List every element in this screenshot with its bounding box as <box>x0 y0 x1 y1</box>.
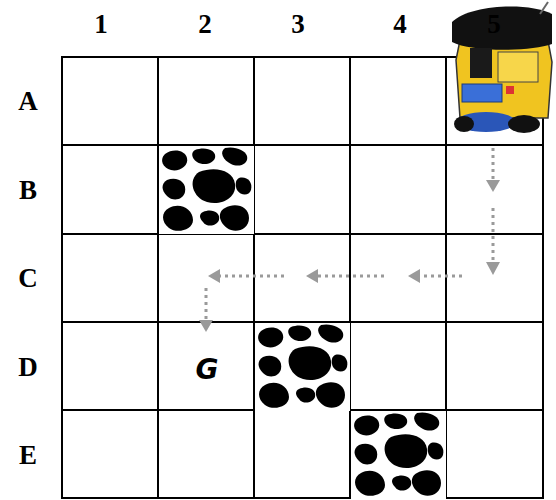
grid-heading: 5 <box>487 11 501 38</box>
robot <box>452 2 552 133</box>
grid-heading: A <box>18 88 38 115</box>
grid-heading: E <box>19 442 37 469</box>
goal-marker: G <box>196 356 219 384</box>
grid-heading: D <box>18 354 38 381</box>
obstacle <box>159 146 254 234</box>
obstacle <box>351 411 446 499</box>
grid-heading: 3 <box>291 11 305 38</box>
grid-heading: 2 <box>198 11 212 38</box>
obstacle <box>255 323 350 411</box>
grid-heading: 1 <box>94 11 108 38</box>
grid-heading: C <box>18 265 38 292</box>
path-arrows <box>206 148 493 320</box>
grid-heading: B <box>19 177 37 204</box>
grid-heading: 4 <box>393 11 407 38</box>
